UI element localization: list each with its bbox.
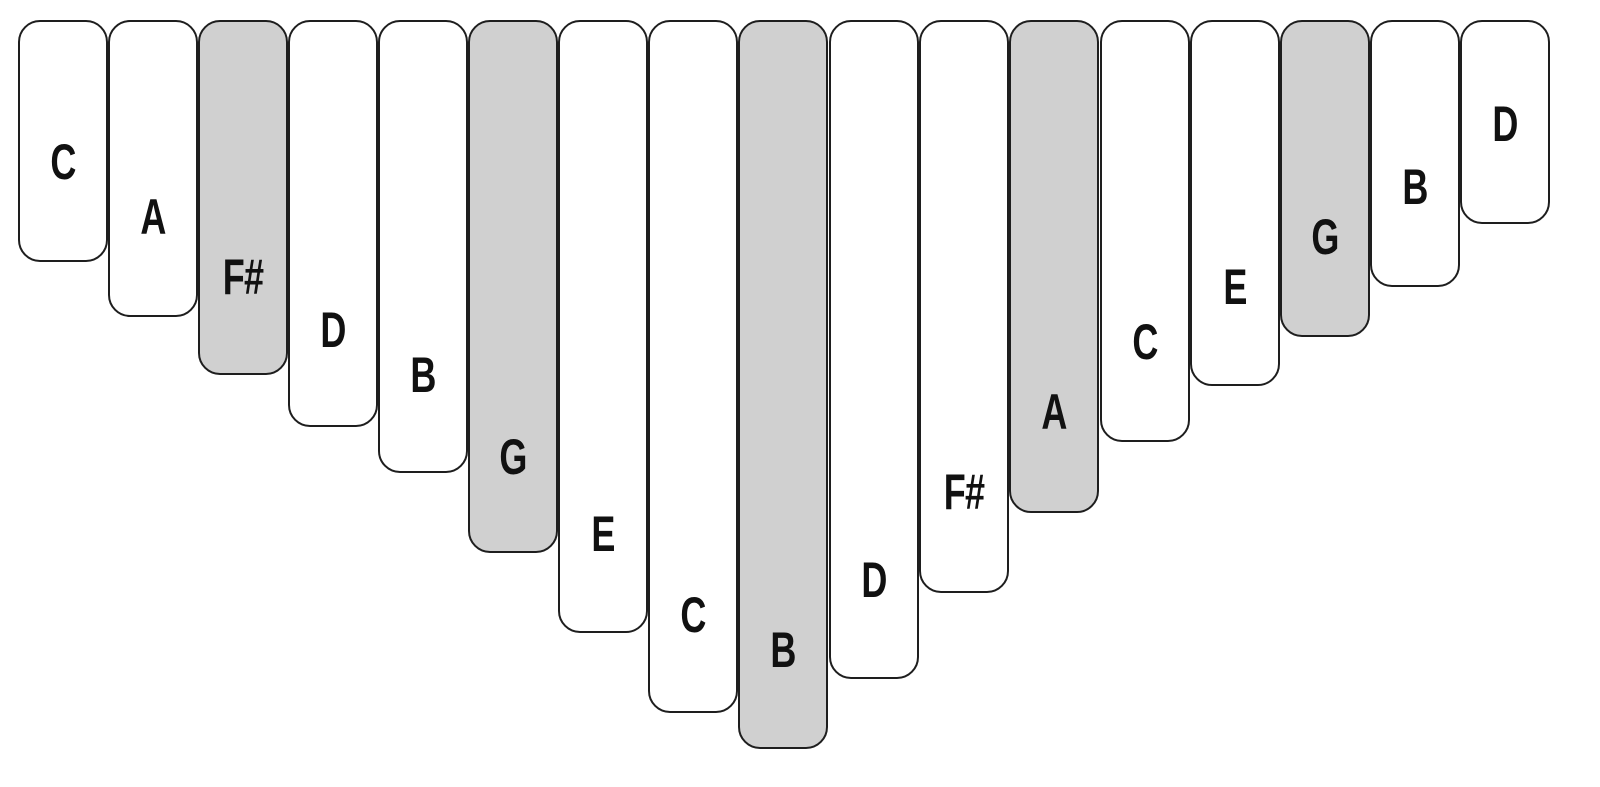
note-label: C <box>50 134 76 190</box>
note-label: A <box>140 189 166 245</box>
note-label: D <box>320 302 346 358</box>
tine-1: C <box>18 20 108 262</box>
note-label: C <box>680 587 706 643</box>
tine-2: A <box>108 20 198 317</box>
note-label: E <box>1223 259 1247 315</box>
tine-11: F# <box>919 20 1009 593</box>
note-label: B <box>770 622 796 678</box>
tine-9: B <box>738 20 828 749</box>
tine-4: D <box>288 20 378 427</box>
tine-16: B <box>1370 20 1460 287</box>
tine-12: A <box>1009 20 1099 513</box>
note-label: C <box>1132 314 1158 370</box>
note-label: B <box>410 347 436 403</box>
note-label: E <box>591 506 615 562</box>
note-label: A <box>1041 384 1067 440</box>
tine-3: F# <box>198 20 288 375</box>
note-label: G <box>1311 209 1339 265</box>
note-label: B <box>1402 159 1428 215</box>
tine-17: D <box>1460 20 1550 224</box>
tine-7: E <box>558 20 648 633</box>
tine-10: D <box>829 20 919 679</box>
note-label: G <box>499 429 527 485</box>
tine-6: G <box>468 20 558 553</box>
note-label: F# <box>943 464 985 520</box>
tine-15: G <box>1280 20 1370 337</box>
note-label: D <box>1492 96 1518 152</box>
tine-5: B <box>378 20 468 473</box>
tine-13: C <box>1100 20 1190 442</box>
tine-14: E <box>1190 20 1280 386</box>
note-label: F# <box>222 249 264 305</box>
tine-8: C <box>648 20 738 713</box>
note-label: D <box>861 552 887 608</box>
